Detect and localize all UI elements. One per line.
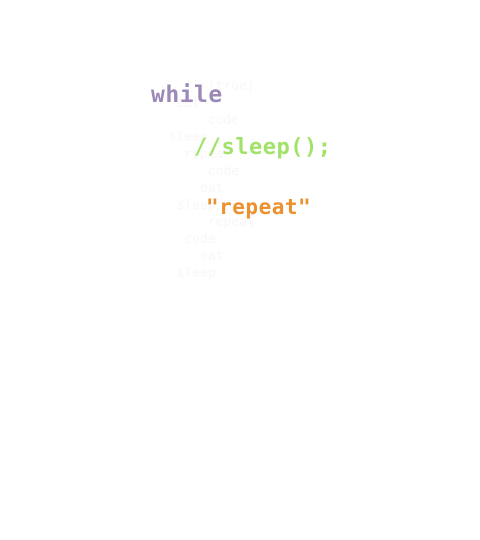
while-keyword: while (151, 82, 223, 108)
code-art-design: (true) eat code sleep repeat code eat sl… (149, 78, 333, 352)
sleep-comment: //sleep(); (194, 135, 332, 160)
repeat-string: "repeat" (206, 195, 312, 219)
background-texture: (true) eat code sleep repeat code eat sl… (168, 79, 255, 281)
